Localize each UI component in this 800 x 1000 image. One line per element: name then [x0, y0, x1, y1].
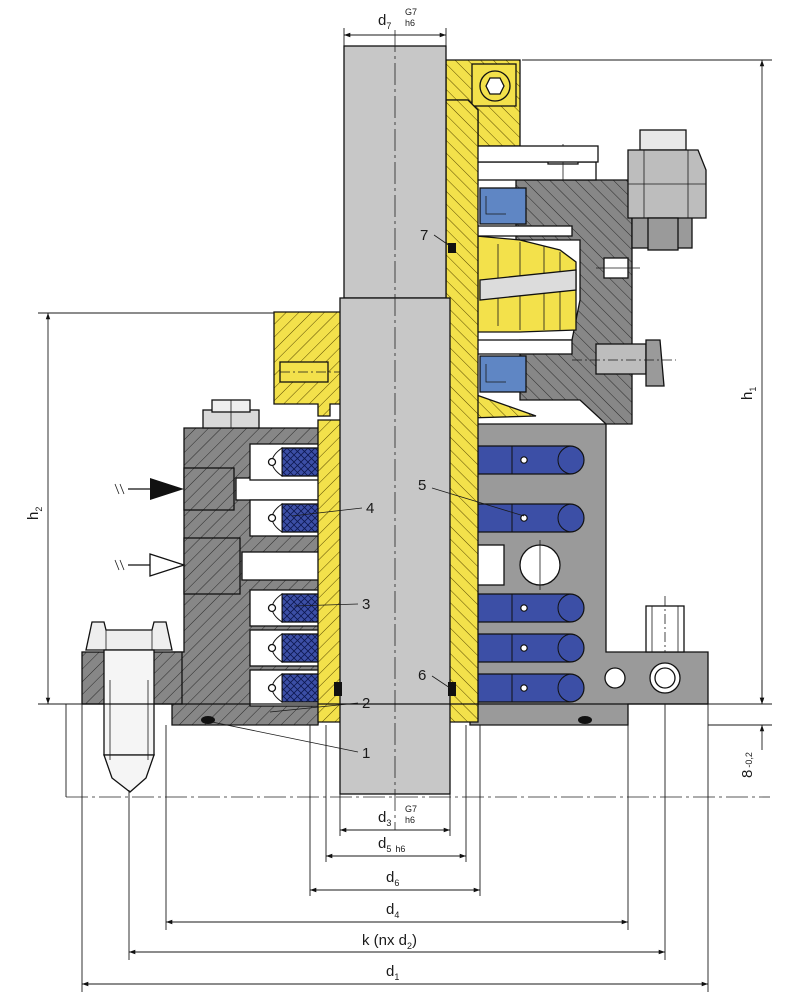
label-k: k (nx d2)	[362, 932, 417, 951]
sleeves	[273, 99, 479, 723]
shaft	[339, 30, 451, 830]
inlet-port-symbol	[114, 478, 184, 500]
callout-5: 5	[418, 477, 426, 494]
left-seal-packs	[267, 447, 321, 703]
arrow-filled-icon	[150, 478, 184, 500]
callout-3: 3	[362, 596, 370, 613]
label-d3: d3	[378, 809, 391, 828]
right-housing	[469, 423, 709, 726]
label-d3-tol-top: G7	[405, 804, 417, 814]
label-d7-tol-top: G7	[405, 7, 417, 17]
label-d7: d7	[378, 12, 391, 31]
dimension-lines	[38, 28, 772, 992]
arrow-hollow-icon	[149, 553, 187, 577]
top-clamp-collar	[445, 59, 599, 163]
label-d4: d4	[386, 901, 399, 920]
callout-6: 6	[418, 667, 426, 684]
outlet-port-symbol	[114, 553, 187, 577]
label-h2: h2	[25, 507, 44, 520]
label-d7-tol-bot: h6	[405, 18, 415, 28]
callout-2: 2	[362, 695, 370, 712]
o-rings	[201, 243, 592, 724]
label-d6: d6	[386, 869, 399, 888]
label-d1: d1	[386, 963, 399, 982]
label-h1: h1	[739, 387, 758, 400]
callout-7: 7	[420, 227, 428, 244]
callout-1: 1	[362, 745, 370, 762]
label-8-tol: 8-0,2	[739, 752, 756, 778]
callout-4: 4	[366, 500, 374, 517]
callout-numbers: 1 2 3 4 5 6 7	[362, 227, 428, 762]
hex-bolt	[85, 621, 173, 793]
label-d3-tol-bot: h6	[405, 815, 415, 825]
upper-bearing-assembly	[467, 129, 707, 425]
callout-leaders	[211, 234, 525, 753]
